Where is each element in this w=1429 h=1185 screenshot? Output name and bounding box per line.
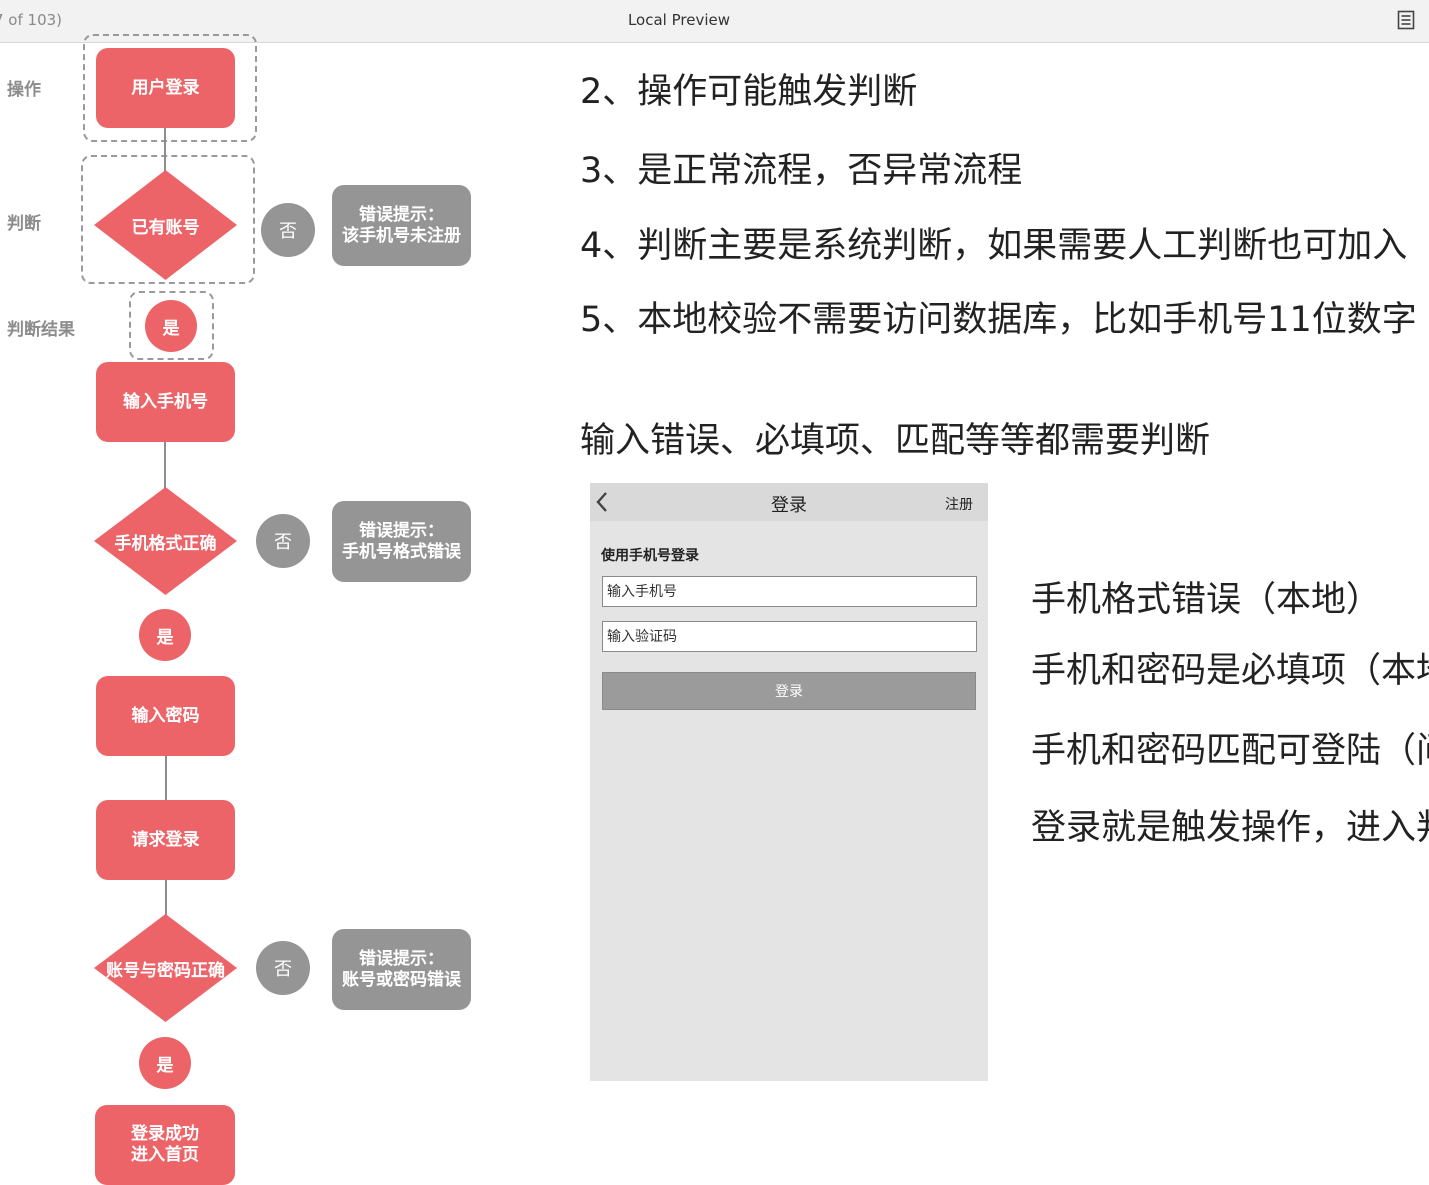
operation-group-box bbox=[83, 34, 257, 142]
node-enter-phone-label: 输入手机号 bbox=[123, 391, 208, 412]
decision-phone-format-label: 手机格式正确 bbox=[114, 533, 217, 554]
yes-circle: 是 bbox=[139, 1037, 191, 1089]
error-account-password: 错误提示： 账号或密码错误 bbox=[332, 929, 471, 1010]
decision-has-account-label: 已有账号 bbox=[131, 217, 200, 238]
chevron-left-icon[interactable] bbox=[594, 491, 610, 513]
row-label-judgment: 判断 bbox=[7, 214, 41, 234]
yes-circle: 是 bbox=[145, 300, 197, 352]
side-note-2: 手机和密码是必填项（本地 bbox=[1031, 651, 1429, 691]
error-message: 手机号格式错误 bbox=[342, 541, 461, 562]
node-enter-password-label: 输入密码 bbox=[131, 705, 200, 726]
note-summary: 输入错误、必填项、匹配等等都需要判断 bbox=[580, 421, 1211, 461]
window-title: Local Preview bbox=[627, 11, 731, 29]
decision-has-account: 已有账号 bbox=[94, 170, 237, 280]
node-enter-phone: 输入手机号 bbox=[96, 362, 235, 442]
note-item-5: 5、本地校验不需要访问数据库，比如手机号11位数字 bbox=[580, 300, 1417, 340]
side-note-4: 登录就是触发操作，进入判 bbox=[1031, 808, 1429, 848]
node-user-login-label: 用户登录 bbox=[131, 77, 200, 98]
error-message: 该手机号未注册 bbox=[342, 225, 461, 246]
error-not-registered: 错误提示： 该手机号未注册 bbox=[332, 185, 471, 266]
note-item-3: 3、是正常流程，否异常流程 bbox=[580, 151, 1023, 191]
no-circle: 否 bbox=[256, 514, 310, 568]
connector-line bbox=[165, 756, 167, 802]
page-counter: 7 of 103) bbox=[0, 11, 63, 29]
register-link[interactable]: 注册 bbox=[945, 497, 973, 513]
phone-number-input[interactable] bbox=[602, 576, 977, 607]
phone-mockup: 登录 注册 使用手机号登录 登录 bbox=[590, 483, 988, 1081]
connector-line bbox=[164, 127, 166, 177]
decision-phone-format: 手机格式正确 bbox=[94, 487, 237, 595]
phone-title: 登录 bbox=[771, 495, 807, 516]
node-request-login-label: 请求登录 bbox=[131, 829, 200, 850]
no-circle: 否 bbox=[256, 941, 310, 995]
note-item-4: 4、判断主要是系统判断，如果需要人工判断也可加入 bbox=[580, 226, 1408, 266]
yes-circle: 是 bbox=[139, 609, 191, 661]
row-label-operation: 操作 bbox=[7, 80, 41, 100]
side-note-3: 手机和密码匹配可登陆（问 bbox=[1031, 731, 1429, 771]
note-item-2: 2、操作可能触发判断 bbox=[580, 72, 918, 112]
node-user-login: 用户登录 bbox=[96, 48, 235, 128]
error-label: 错误提示： bbox=[359, 520, 444, 541]
login-subtitle: 使用手机号登录 bbox=[601, 548, 699, 564]
judgment-group-box bbox=[81, 155, 255, 284]
error-phone-format: 错误提示： 手机号格式错误 bbox=[332, 501, 471, 582]
result-group-box bbox=[129, 291, 214, 360]
login-button[interactable]: 登录 bbox=[602, 672, 976, 710]
verification-code-input[interactable] bbox=[602, 621, 977, 652]
node-login-success-line1: 登录成功 bbox=[131, 1124, 199, 1144]
list-icon[interactable] bbox=[1397, 10, 1415, 30]
node-login-success: 登录成功 进入首页 bbox=[95, 1105, 235, 1185]
connector-line bbox=[164, 440, 166, 492]
no-circle: 否 bbox=[261, 203, 315, 257]
phone-header: 登录 注册 bbox=[590, 483, 988, 521]
decision-account-password: 账号与密码正确 bbox=[94, 914, 237, 1022]
error-label: 错误提示： bbox=[359, 204, 444, 225]
row-label-judgment-result: 判断结果 bbox=[7, 320, 75, 340]
node-login-success-line2: 进入首页 bbox=[131, 1145, 199, 1165]
node-request-login: 请求登录 bbox=[96, 800, 235, 880]
connector-line bbox=[165, 879, 167, 917]
decision-account-password-label: 账号与密码正确 bbox=[106, 960, 225, 981]
node-enter-password: 输入密码 bbox=[96, 676, 235, 756]
side-note-1: 手机格式错误（本地） bbox=[1031, 580, 1382, 620]
error-label: 错误提示： bbox=[359, 948, 444, 969]
error-message: 账号或密码错误 bbox=[342, 969, 461, 990]
